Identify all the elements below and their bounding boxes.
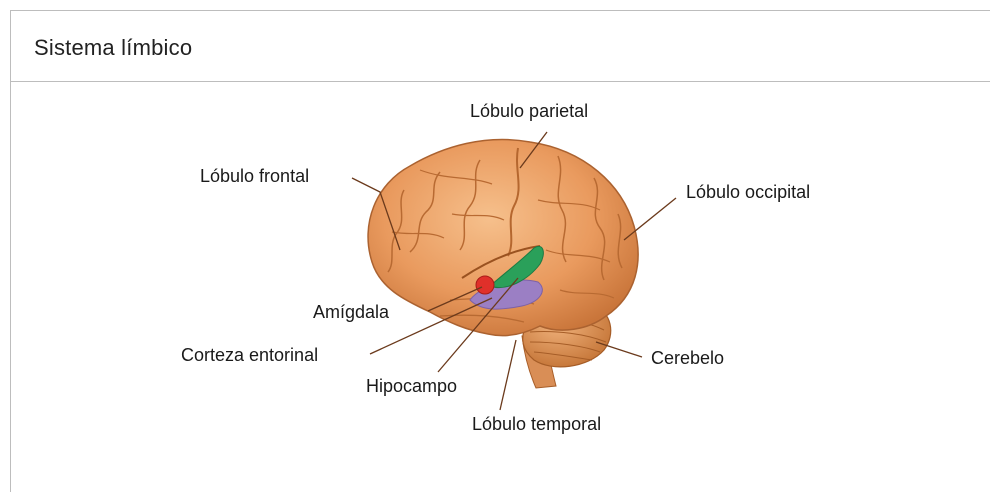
label-frontal: Lóbulo frontal xyxy=(200,166,309,186)
leader-temporal xyxy=(500,340,516,410)
label-cerebellum: Cerebelo xyxy=(651,348,724,368)
label-parietal: Lóbulo parietal xyxy=(470,101,588,121)
label-occipital: Lóbulo occipital xyxy=(686,182,810,202)
label-temporal: Lóbulo temporal xyxy=(472,414,601,434)
label-amygdala: Amígdala xyxy=(313,302,390,322)
amygdala xyxy=(476,276,494,294)
label-hippocampus: Hipocampo xyxy=(366,376,457,396)
label-entorhinal: Corteza entorinal xyxy=(181,345,318,365)
